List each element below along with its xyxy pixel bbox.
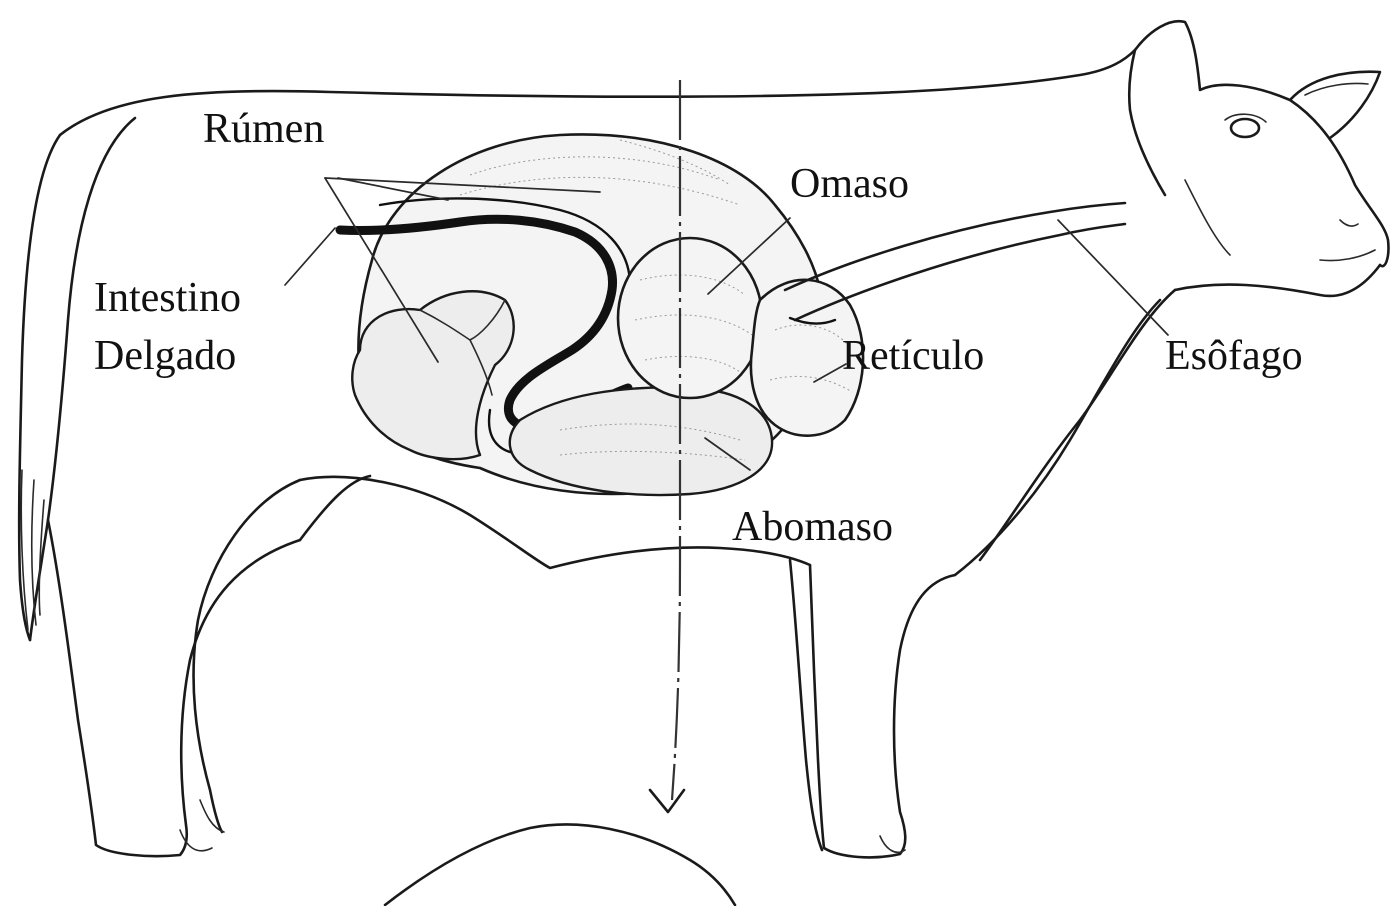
cow-flank-fold <box>300 476 370 540</box>
label-abomaso: Abomaso <box>732 504 893 550</box>
cow-ear <box>1290 72 1380 138</box>
cow-ear-inner <box>1305 83 1368 95</box>
label-intestino-line2: Delgado <box>94 333 236 379</box>
cow-tail-tuft <box>21 470 44 630</box>
omaso-organ <box>618 238 762 398</box>
cow-tail-inner <box>30 118 135 640</box>
cow-front-leg-far <box>790 560 822 850</box>
label-omaso: Omaso <box>790 161 909 207</box>
cow-front-hoof <box>880 836 905 852</box>
cow-dewlap <box>980 290 1175 560</box>
digestive-organs <box>340 134 1125 495</box>
bottom-contour <box>385 825 735 905</box>
cow-eye <box>1231 119 1259 137</box>
esofago-tube-top <box>785 203 1125 290</box>
cow-muzzle <box>1320 220 1375 261</box>
leader-intestino <box>285 228 335 285</box>
cow-hind-leg-inner <box>194 480 300 832</box>
section-arrowhead <box>650 790 684 812</box>
cow-hind-leg-rear <box>48 520 300 856</box>
cow-cheek <box>1185 180 1230 255</box>
label-reticulo: Retículo <box>842 333 984 379</box>
leader-esofago <box>1058 220 1168 335</box>
cow-poll <box>1129 50 1165 195</box>
label-rumen: Rúmen <box>203 106 324 152</box>
cow-front-leg-near <box>810 565 955 857</box>
label-intestino-line1: Intestino <box>94 275 241 321</box>
cow-chest <box>955 300 1160 575</box>
label-esofago: Esôfago <box>1165 333 1303 379</box>
cow-head <box>1135 21 1388 266</box>
cow-neck-bottom <box>1175 265 1380 296</box>
